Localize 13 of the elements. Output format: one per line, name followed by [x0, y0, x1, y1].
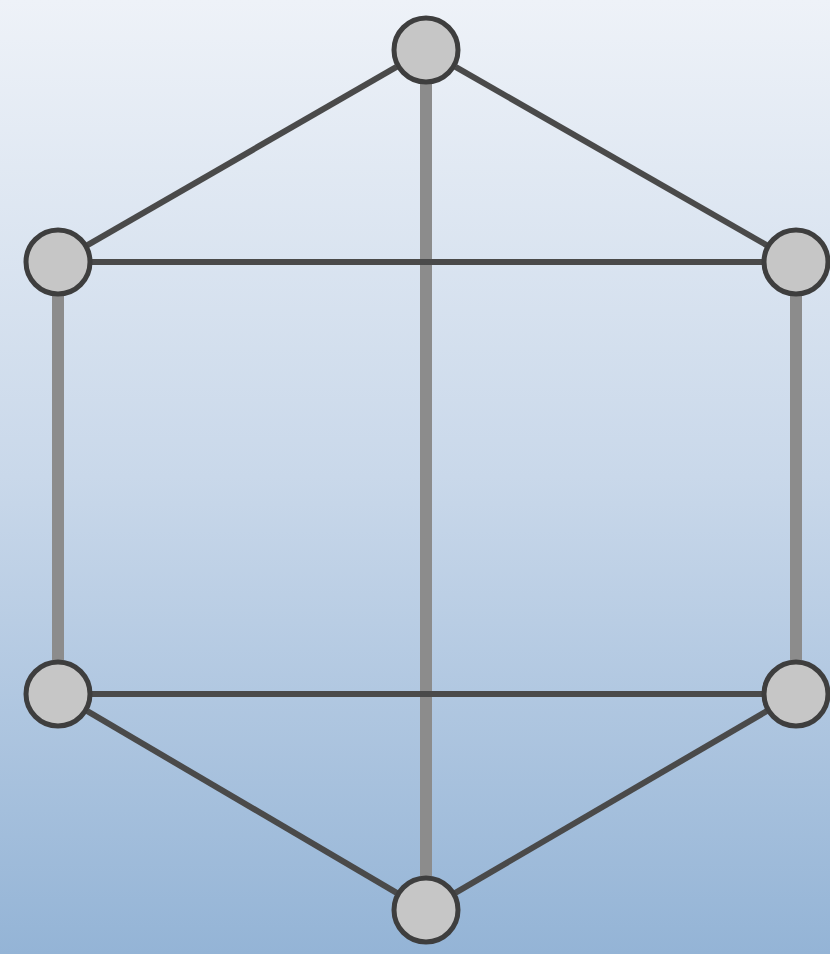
connector-line: [52, 296, 64, 660]
connector-line: [92, 691, 762, 697]
connector-line: [85, 708, 399, 896]
circle-node: [390, 14, 462, 86]
connector-line: [420, 84, 432, 876]
connector-line: [92, 259, 762, 265]
connector-line: [85, 64, 399, 248]
circle-node: [22, 226, 94, 298]
circle-node: [390, 874, 462, 946]
connector-line: [454, 64, 768, 248]
circle-node: [22, 658, 94, 730]
connector-line: [790, 296, 802, 660]
connector-line: [453, 708, 769, 896]
